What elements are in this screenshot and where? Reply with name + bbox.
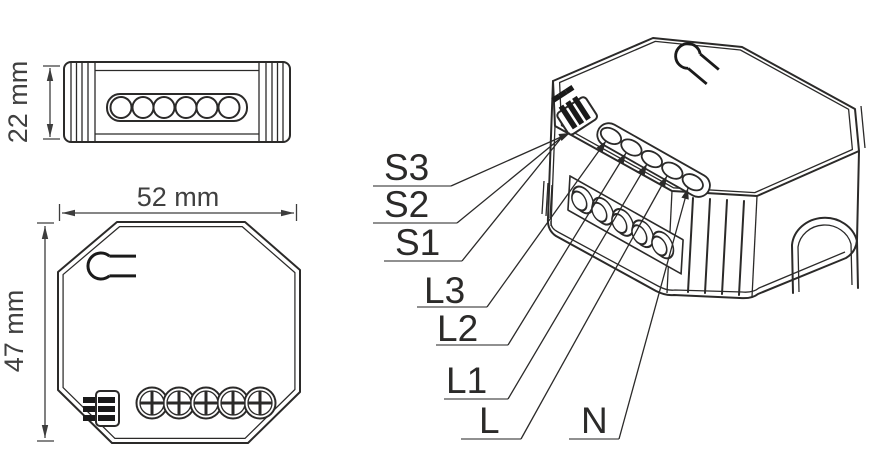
connector-3pin-icon — [83, 390, 120, 427]
wire-hole — [174, 96, 198, 119]
iso-keyhole-icon — [674, 42, 720, 86]
front-view: 52 mm 47 mm — [0, 182, 301, 444]
wire-hole — [681, 173, 704, 192]
leader-line — [456, 136, 563, 224]
iso-view: S3 S2 S1 L3 L2 — [373, 37, 866, 441]
iso-top-face-outline — [552, 37, 860, 197]
dimension-label-47mm: 47 mm — [0, 290, 29, 373]
terminal-label-s3: S3 — [384, 147, 429, 188]
wire-hole — [217, 96, 241, 119]
dimension-height-47: 47 mm — [0, 222, 54, 442]
iso-arch-cutout — [791, 216, 859, 294]
leader-line — [618, 187, 689, 440]
iso-ribs-right — [687, 197, 745, 296]
terminal-callouts: S3 S2 S1 L3 L2 — [373, 132, 689, 441]
front-outline-inner — [62, 226, 296, 439]
wire-hole — [640, 150, 663, 169]
wire-hole — [109, 96, 133, 119]
leader-line — [486, 140, 607, 308]
callout-n: N — [569, 187, 689, 441]
side-view-ribs-left — [70, 63, 96, 141]
terminal-label-l3: L3 — [424, 270, 465, 311]
leader-line — [507, 152, 627, 346]
callout-l3: L3 — [417, 140, 607, 311]
dimension-label-52mm: 52 mm — [137, 182, 220, 212]
dimension-width-52: 52 mm — [58, 182, 298, 221]
wire-hole — [661, 161, 684, 180]
dimension-label-22mm: 22 mm — [3, 61, 33, 144]
side-view-body — [63, 61, 291, 143]
wire-hole — [131, 96, 155, 119]
iso-front-terminal-strip — [567, 175, 684, 275]
wire-hole — [599, 126, 623, 145]
iso-connector-3pin-icon — [551, 85, 598, 136]
callout-s1: S1 — [384, 136, 563, 263]
screw-terminal-row — [135, 386, 277, 420]
front-outline — [57, 221, 301, 444]
dimension-height-22: 22 mm — [3, 61, 60, 144]
wire-hole — [620, 138, 643, 157]
leader-line — [461, 136, 563, 262]
terminal-label-s1: S1 — [395, 222, 440, 263]
terminal-label-l1: L1 — [446, 360, 487, 401]
leader-line — [507, 163, 648, 400]
iso-wire-hole-strip — [596, 122, 711, 198]
callout-s3: S3 — [373, 132, 571, 188]
leader-line — [450, 132, 571, 187]
callout-l1: L1 — [444, 163, 648, 401]
callout-l2: L2 — [436, 152, 627, 349]
terminal-label-s2: S2 — [384, 184, 429, 225]
iso-screw-terminals — [571, 185, 675, 260]
callout-s2: S2 — [373, 136, 563, 225]
iso-ribs-left — [541, 180, 553, 219]
terminal-label-l2: L2 — [437, 308, 478, 349]
iso-top-face-inner — [558, 40, 854, 194]
keyhole-icon — [86, 251, 136, 281]
terminal-label-l: L — [479, 400, 500, 441]
wire-hole — [195, 96, 219, 119]
side-view: 22 mm — [3, 61, 291, 144]
leader-line — [520, 175, 668, 440]
side-view-terminal-holes — [109, 96, 241, 119]
iso-right-chamfer-edge — [860, 105, 866, 149]
side-view-ribs-right — [258, 63, 284, 141]
terminal-label-n: N — [581, 400, 608, 441]
callout-l: L — [461, 175, 668, 441]
wire-hole — [152, 96, 176, 119]
screw-slots — [140, 391, 272, 415]
iso-corner-edge — [751, 195, 758, 298]
